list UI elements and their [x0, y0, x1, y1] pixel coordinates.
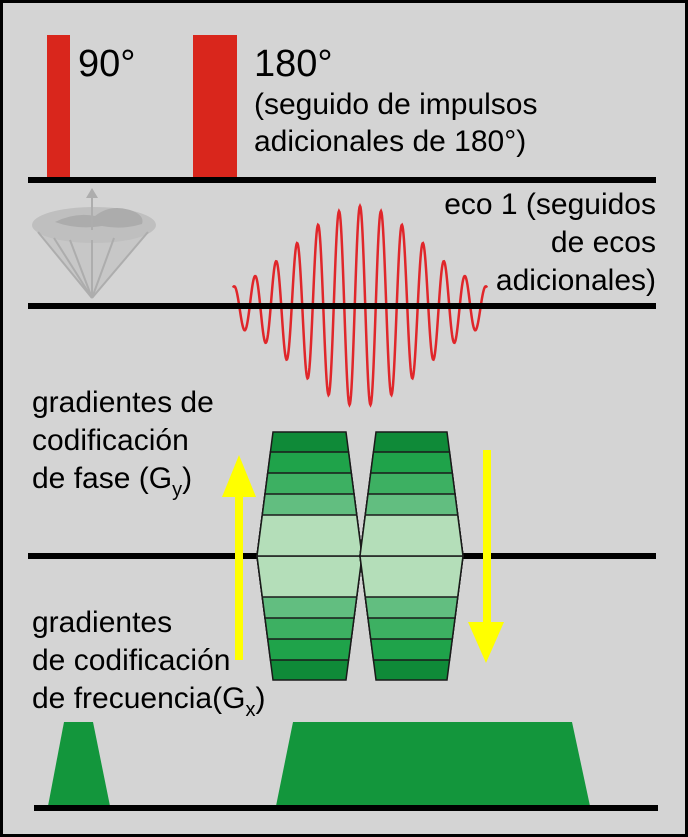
phase-label-2: codificación — [32, 424, 189, 457]
echo-label-2: de ecos — [551, 226, 656, 259]
phase-label-3: de fase (Gy) — [32, 462, 192, 501]
arrow-up-icon — [222, 455, 256, 660]
prephase-gradient — [48, 722, 110, 806]
readout-gradient — [276, 722, 590, 806]
signal-baseline — [28, 303, 656, 309]
freq-label-2: de codificación — [32, 644, 230, 677]
pulse-90 — [47, 35, 70, 180]
magnetization-cone-icon — [32, 188, 156, 299]
freq-label-1: gradientes — [32, 606, 172, 639]
echo-signal — [231, 202, 489, 408]
pulse-90-label: 90° — [78, 43, 135, 85]
pulse-180-note-1: (seguido de impulsos — [254, 88, 538, 121]
phase-step — [359, 514, 464, 557]
pulse-180-label: 180° — [254, 43, 333, 85]
echo-label-1: eco 1 (seguidos — [444, 188, 656, 221]
phase-encoding-gradients — [256, 431, 464, 681]
arrow-down-icon — [468, 450, 504, 663]
phase-step — [256, 514, 363, 557]
freq-label-3: de frecuencia(Gx) — [32, 682, 265, 721]
pulse-180-note-2: adicionales de 180°) — [254, 125, 526, 158]
rf-baseline — [28, 177, 656, 183]
echo-label-3: adicionales) — [496, 264, 656, 297]
freq-baseline — [34, 805, 658, 811]
phase-label-1: gradientes de — [32, 386, 214, 419]
phase-step — [359, 555, 464, 598]
background — [3, 3, 685, 834]
phase-step — [256, 555, 363, 598]
pulse-180 — [193, 35, 237, 180]
